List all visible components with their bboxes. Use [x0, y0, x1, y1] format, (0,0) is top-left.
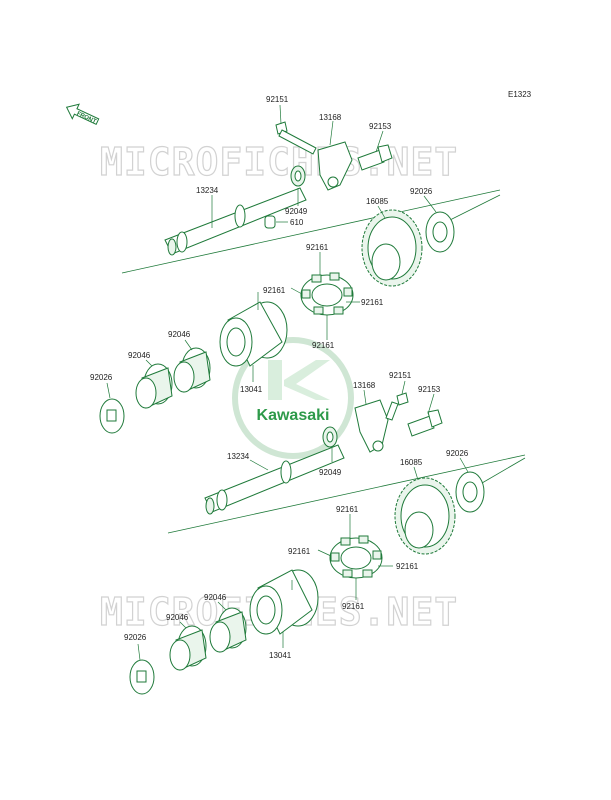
label-92026: 92026 — [446, 449, 469, 458]
bearing-92046-upper-2 — [135, 363, 173, 409]
label-13168: 13168 — [353, 381, 376, 390]
label-16085: 16085 — [400, 458, 423, 467]
label-92026: 92026 — [90, 373, 113, 382]
shaft-axis-upper — [121, 189, 501, 274]
label-13041: 13041 — [240, 385, 263, 394]
hub-13041-lower — [249, 569, 319, 635]
lever-13168-upper — [317, 141, 353, 191]
bearing-92046-lower-1 — [209, 607, 247, 653]
washer-92026-left-upper — [99, 398, 125, 434]
washer-92026-lower — [455, 471, 485, 513]
leader-lines — [106, 104, 469, 661]
logo-text: Kawasaki — [257, 407, 330, 424]
bolt-92151-lower — [385, 392, 409, 421]
label-92046: 92046 — [168, 330, 191, 339]
kawasaki-logo: Kawasaki — [232, 337, 354, 459]
shaft-13234-upper — [164, 187, 307, 256]
hub-13041-upper — [219, 301, 288, 367]
label-92161: 92161 — [342, 602, 365, 611]
label-92046: 92046 — [204, 593, 227, 602]
label-92046: 92046 — [166, 613, 189, 622]
part-labels: 92151 13168 92153 13234 92049 610 16085 … — [90, 95, 469, 660]
label-92153: 92153 — [369, 122, 392, 131]
label-13168: 13168 — [319, 113, 342, 122]
label-92049: 92049 — [319, 468, 342, 477]
bolt-92153-upper — [357, 144, 393, 171]
bearing-92046-lower-2 — [169, 625, 207, 671]
label-13234: 13234 — [227, 452, 250, 461]
washer-92026-upper — [425, 211, 455, 253]
pin-610 — [264, 215, 276, 229]
damper-92161-lower — [329, 535, 383, 579]
bolt-92151-upper — [275, 121, 317, 155]
label-92161: 92161 — [263, 286, 286, 295]
label-92161: 92161 — [306, 243, 329, 252]
label-610: 610 — [290, 218, 304, 227]
label-92046: 92046 — [128, 351, 151, 360]
label-13234: 13234 — [196, 186, 219, 195]
label-92161: 92161 — [312, 341, 335, 350]
label-92151: 92151 — [389, 371, 412, 380]
label-13041: 13041 — [269, 651, 292, 660]
damper-92161-upper — [300, 272, 354, 316]
gear-16085-lower — [394, 477, 456, 555]
diagram-code: E1323 — [508, 90, 532, 99]
label-92153: 92153 — [418, 385, 441, 394]
label-92161: 92161 — [396, 562, 419, 571]
gear-16085-upper — [361, 209, 423, 287]
label-92161: 92161 — [361, 298, 384, 307]
bearing-92046-upper-1 — [173, 347, 211, 393]
label-92026: 92026 — [124, 633, 147, 642]
label-16085: 16085 — [366, 197, 389, 206]
watermark-top: MICROFICHES.NET — [100, 140, 458, 184]
label-92049: 92049 — [285, 207, 308, 216]
bolt-92153-lower — [407, 409, 443, 437]
lever-13168-lower — [354, 399, 389, 453]
label-92161: 92161 — [336, 505, 359, 514]
shaft-13234-lower — [204, 444, 345, 515]
front-arrow-icon: FRONT — [65, 103, 100, 125]
label-92161: 92161 — [288, 547, 311, 556]
washer-92026-left-lower — [129, 659, 155, 695]
label-92026: 92026 — [410, 187, 433, 196]
label-92151: 92151 — [266, 95, 289, 104]
